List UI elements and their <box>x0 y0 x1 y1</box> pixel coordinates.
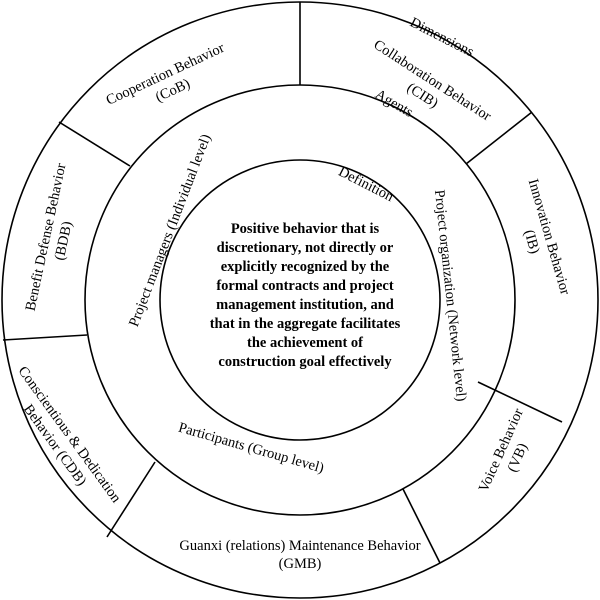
definition-title: Definition <box>336 164 397 206</box>
agent-individual: Project managers (Individual level) <box>126 132 214 329</box>
definition-line: construction goal effectively <box>218 354 392 370</box>
divider-upper-right <box>465 111 533 165</box>
dimension-abbr: (IB) <box>521 228 543 256</box>
agent-network: Project organization (Network level) <box>431 189 469 402</box>
dimension-guanxi: Guanxi (relations) Maintenance Behavior … <box>179 538 420 572</box>
dimension-name: Guanxi (relations) Maintenance Behavior <box>179 538 420 554</box>
divider-upper-left <box>58 121 131 167</box>
dimension-dividers <box>2 2 563 564</box>
definition-line: formal contracts and project <box>216 278 393 294</box>
agent-group: Participants (Group level) <box>177 420 326 477</box>
definition-line: that in the aggregate facilitates <box>210 316 401 332</box>
dimension-name: Conscientious & Dedication <box>14 363 124 506</box>
dimension-conscientious: Conscientious & Dedication Behavior (CDB… <box>14 363 124 506</box>
definition-line: explicitly recognized by the <box>221 259 390 275</box>
dimension-abbr: (GMB) <box>279 556 322 572</box>
dimension-voice: Voice Behavior (VB) <box>476 406 531 494</box>
inner-ring <box>159 159 441 441</box>
definition-line: management institution, and <box>216 297 394 313</box>
definition-line: discretionary, not directly or <box>217 240 394 256</box>
dimensions-title: Dimensions <box>407 15 476 61</box>
definition-line: the achievement of <box>247 335 363 351</box>
dimension-benefit-defense: Benefit Defense Behavior (BDB) <box>23 162 76 313</box>
divider-left <box>2 334 88 341</box>
definition-text: Positive behavior that is discretionary,… <box>210 221 401 370</box>
divider-bottom-left <box>106 461 156 538</box>
divider-lower-right <box>477 381 563 423</box>
dimension-cooperation: Cooperation Behavior (CoB) <box>104 40 227 109</box>
definition-line: Positive behavior that is <box>231 221 380 237</box>
dimension-innovation: Innovation Behavior (IB) <box>521 177 574 297</box>
divider-bottom-right <box>402 488 441 564</box>
